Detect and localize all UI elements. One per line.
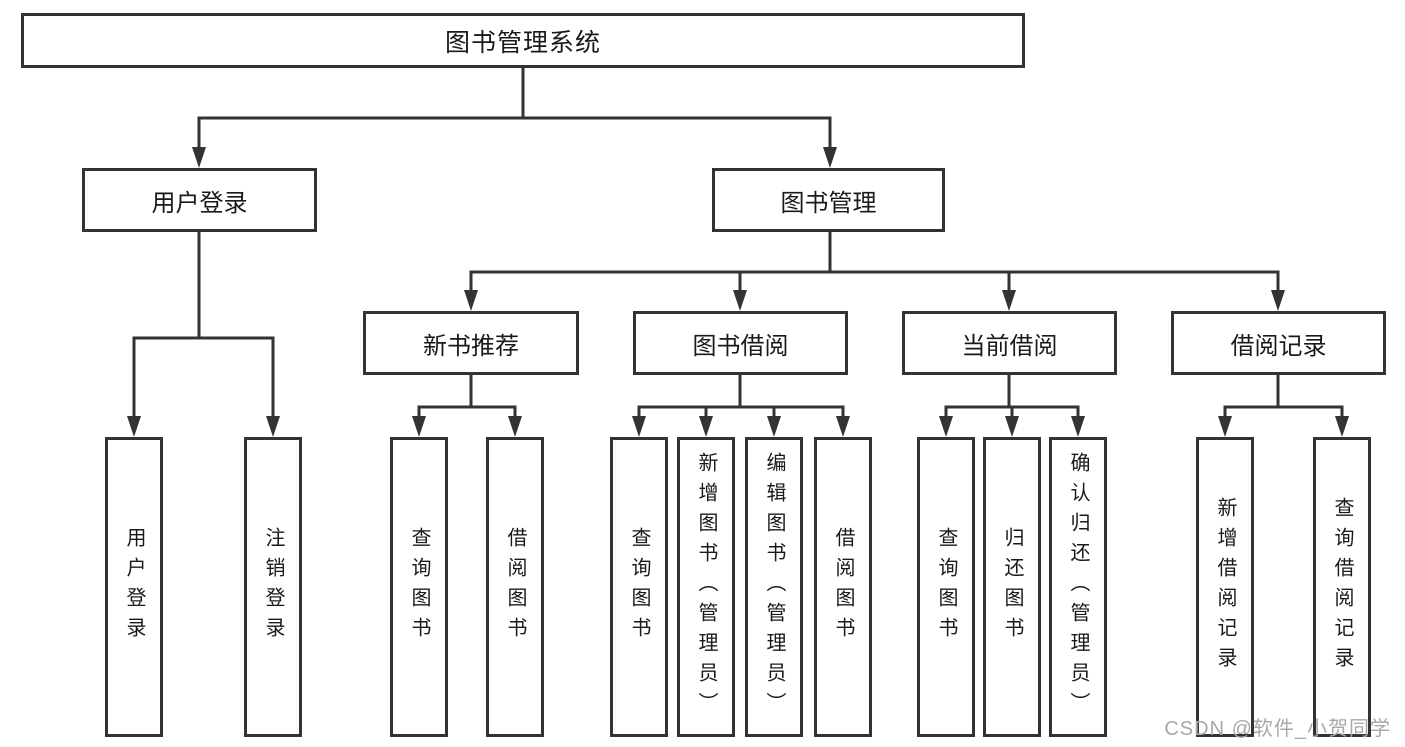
node-leaf-borrow-books-2: 借阅图书 [814,437,872,737]
node-user-login-group: 用户登录 [82,168,317,232]
node-leaf-confirm-return-admin: 确认归还（管理员） [1049,437,1107,737]
node-label: 借阅图书 [504,527,526,647]
node-label: 图书借阅 [692,332,789,360]
node-label: 查询图书 [408,527,430,647]
node-leaf-user-login: 用户登录 [105,437,163,737]
node-label: 用户登录 [123,527,145,647]
connector-new-book-branch [412,375,522,437]
node-label: 新增借阅记录 [1214,497,1236,677]
node-book-borrowing: 图书借阅 [633,311,848,375]
node-leaf-query-borrow-record: 查询借阅记录 [1313,437,1371,737]
node-leaf-borrow-books-1: 借阅图书 [486,437,544,737]
node-label: 查询图书 [935,527,957,647]
connector-borrow-record-branch [1218,375,1349,437]
connector-book-mgmt-to-level3 [464,232,1285,311]
node-system-root: 图书管理系统 [21,13,1025,68]
node-label: 注销登录 [262,527,284,647]
node-label: 借阅图书 [832,527,854,647]
node-leaf-logout: 注销登录 [244,437,302,737]
node-label: 查询图书 [628,527,650,647]
node-leaf-return-books: 归还图书 [983,437,1041,737]
node-current-borrowing: 当前借阅 [902,311,1117,375]
node-leaf-query-books-1: 查询图书 [390,437,448,737]
node-leaf-add-books-admin: 新增图书（管理员） [677,437,735,737]
node-label: 当前借阅 [961,332,1058,360]
node-label: 图书管理 [780,189,877,217]
node-leaf-edit-books-admin: 编辑图书（管理员） [745,437,803,737]
connector-user-login-branch [127,232,280,437]
node-leaf-query-books-3: 查询图书 [917,437,975,737]
node-new-book-recommend: 新书推荐 [363,311,579,375]
node-label: 新增图书（管理员） [695,452,717,722]
node-label: 确认归还（管理员） [1067,452,1089,722]
node-label: 新书推荐 [423,332,519,360]
node-label: 编辑图书（管理员） [763,452,785,722]
node-label: 查询借阅记录 [1331,497,1353,677]
node-book-management: 图书管理 [712,168,945,232]
node-label: 用户登录 [151,189,248,217]
node-label: 图书管理系统 [444,28,601,57]
node-leaf-query-books-2: 查询图书 [610,437,668,737]
connector-current-borrow-branch [939,375,1085,437]
node-label: 归还图书 [1001,527,1023,647]
csdn-watermark: CSDN @软件_小贺同学 [1164,718,1391,740]
node-borrowing-records: 借阅记录 [1171,311,1386,375]
connector-book-borrow-branch [632,375,850,437]
node-leaf-add-borrow-record: 新增借阅记录 [1196,437,1254,737]
node-label: 借阅记录 [1230,332,1327,360]
connector-root-to-level2 [192,68,837,168]
